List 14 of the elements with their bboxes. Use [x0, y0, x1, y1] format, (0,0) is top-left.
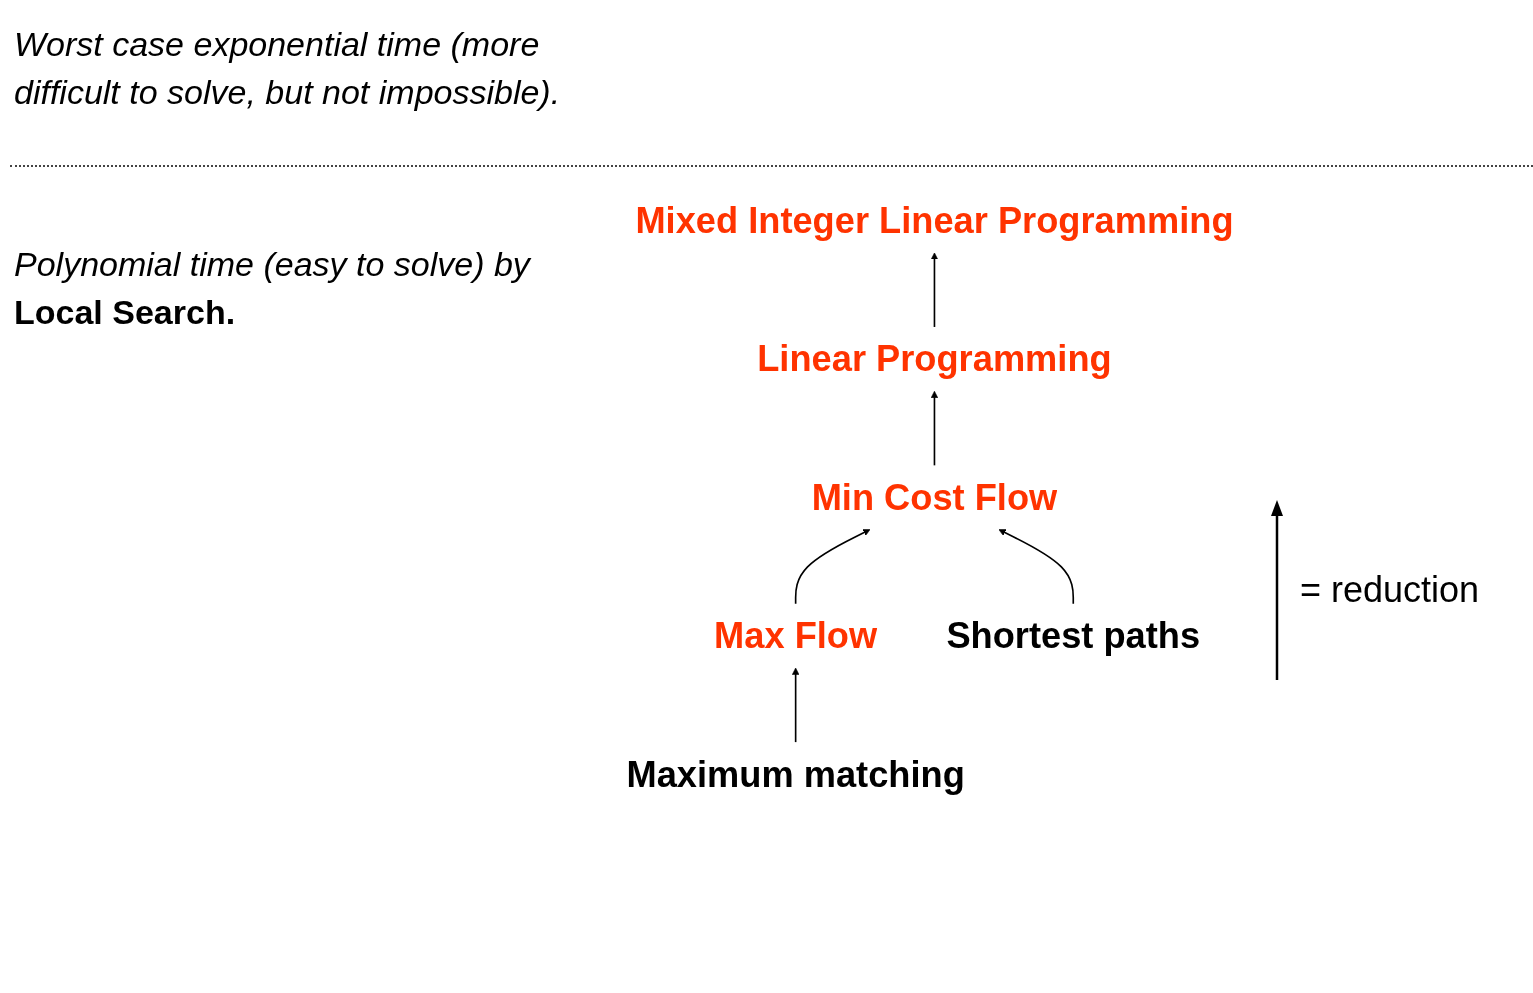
arrow	[998, 529, 1075, 605]
arrow	[792, 667, 800, 743]
note-text: Worst case exponential time (more difficult to solve, but not impossible).	[14, 24, 562, 113]
node-text: Maximum matching	[626, 753, 965, 795]
arrow	[930, 252, 939, 328]
node-text: Min Cost Flow	[811, 476, 1058, 518]
legend-text: = reduction	[1300, 569, 1480, 611]
node-text: Linear Programming	[757, 338, 1112, 379]
arrow	[794, 529, 871, 605]
note-text: Polynomial time (easy to solve) by Local Search.	[14, 244, 533, 333]
node-text: Max Flow	[714, 615, 878, 656]
node-text: Shortest paths	[946, 615, 1201, 656]
arrow	[930, 390, 939, 467]
node-text: Mixed Integer Linear Programming	[635, 200, 1234, 241]
